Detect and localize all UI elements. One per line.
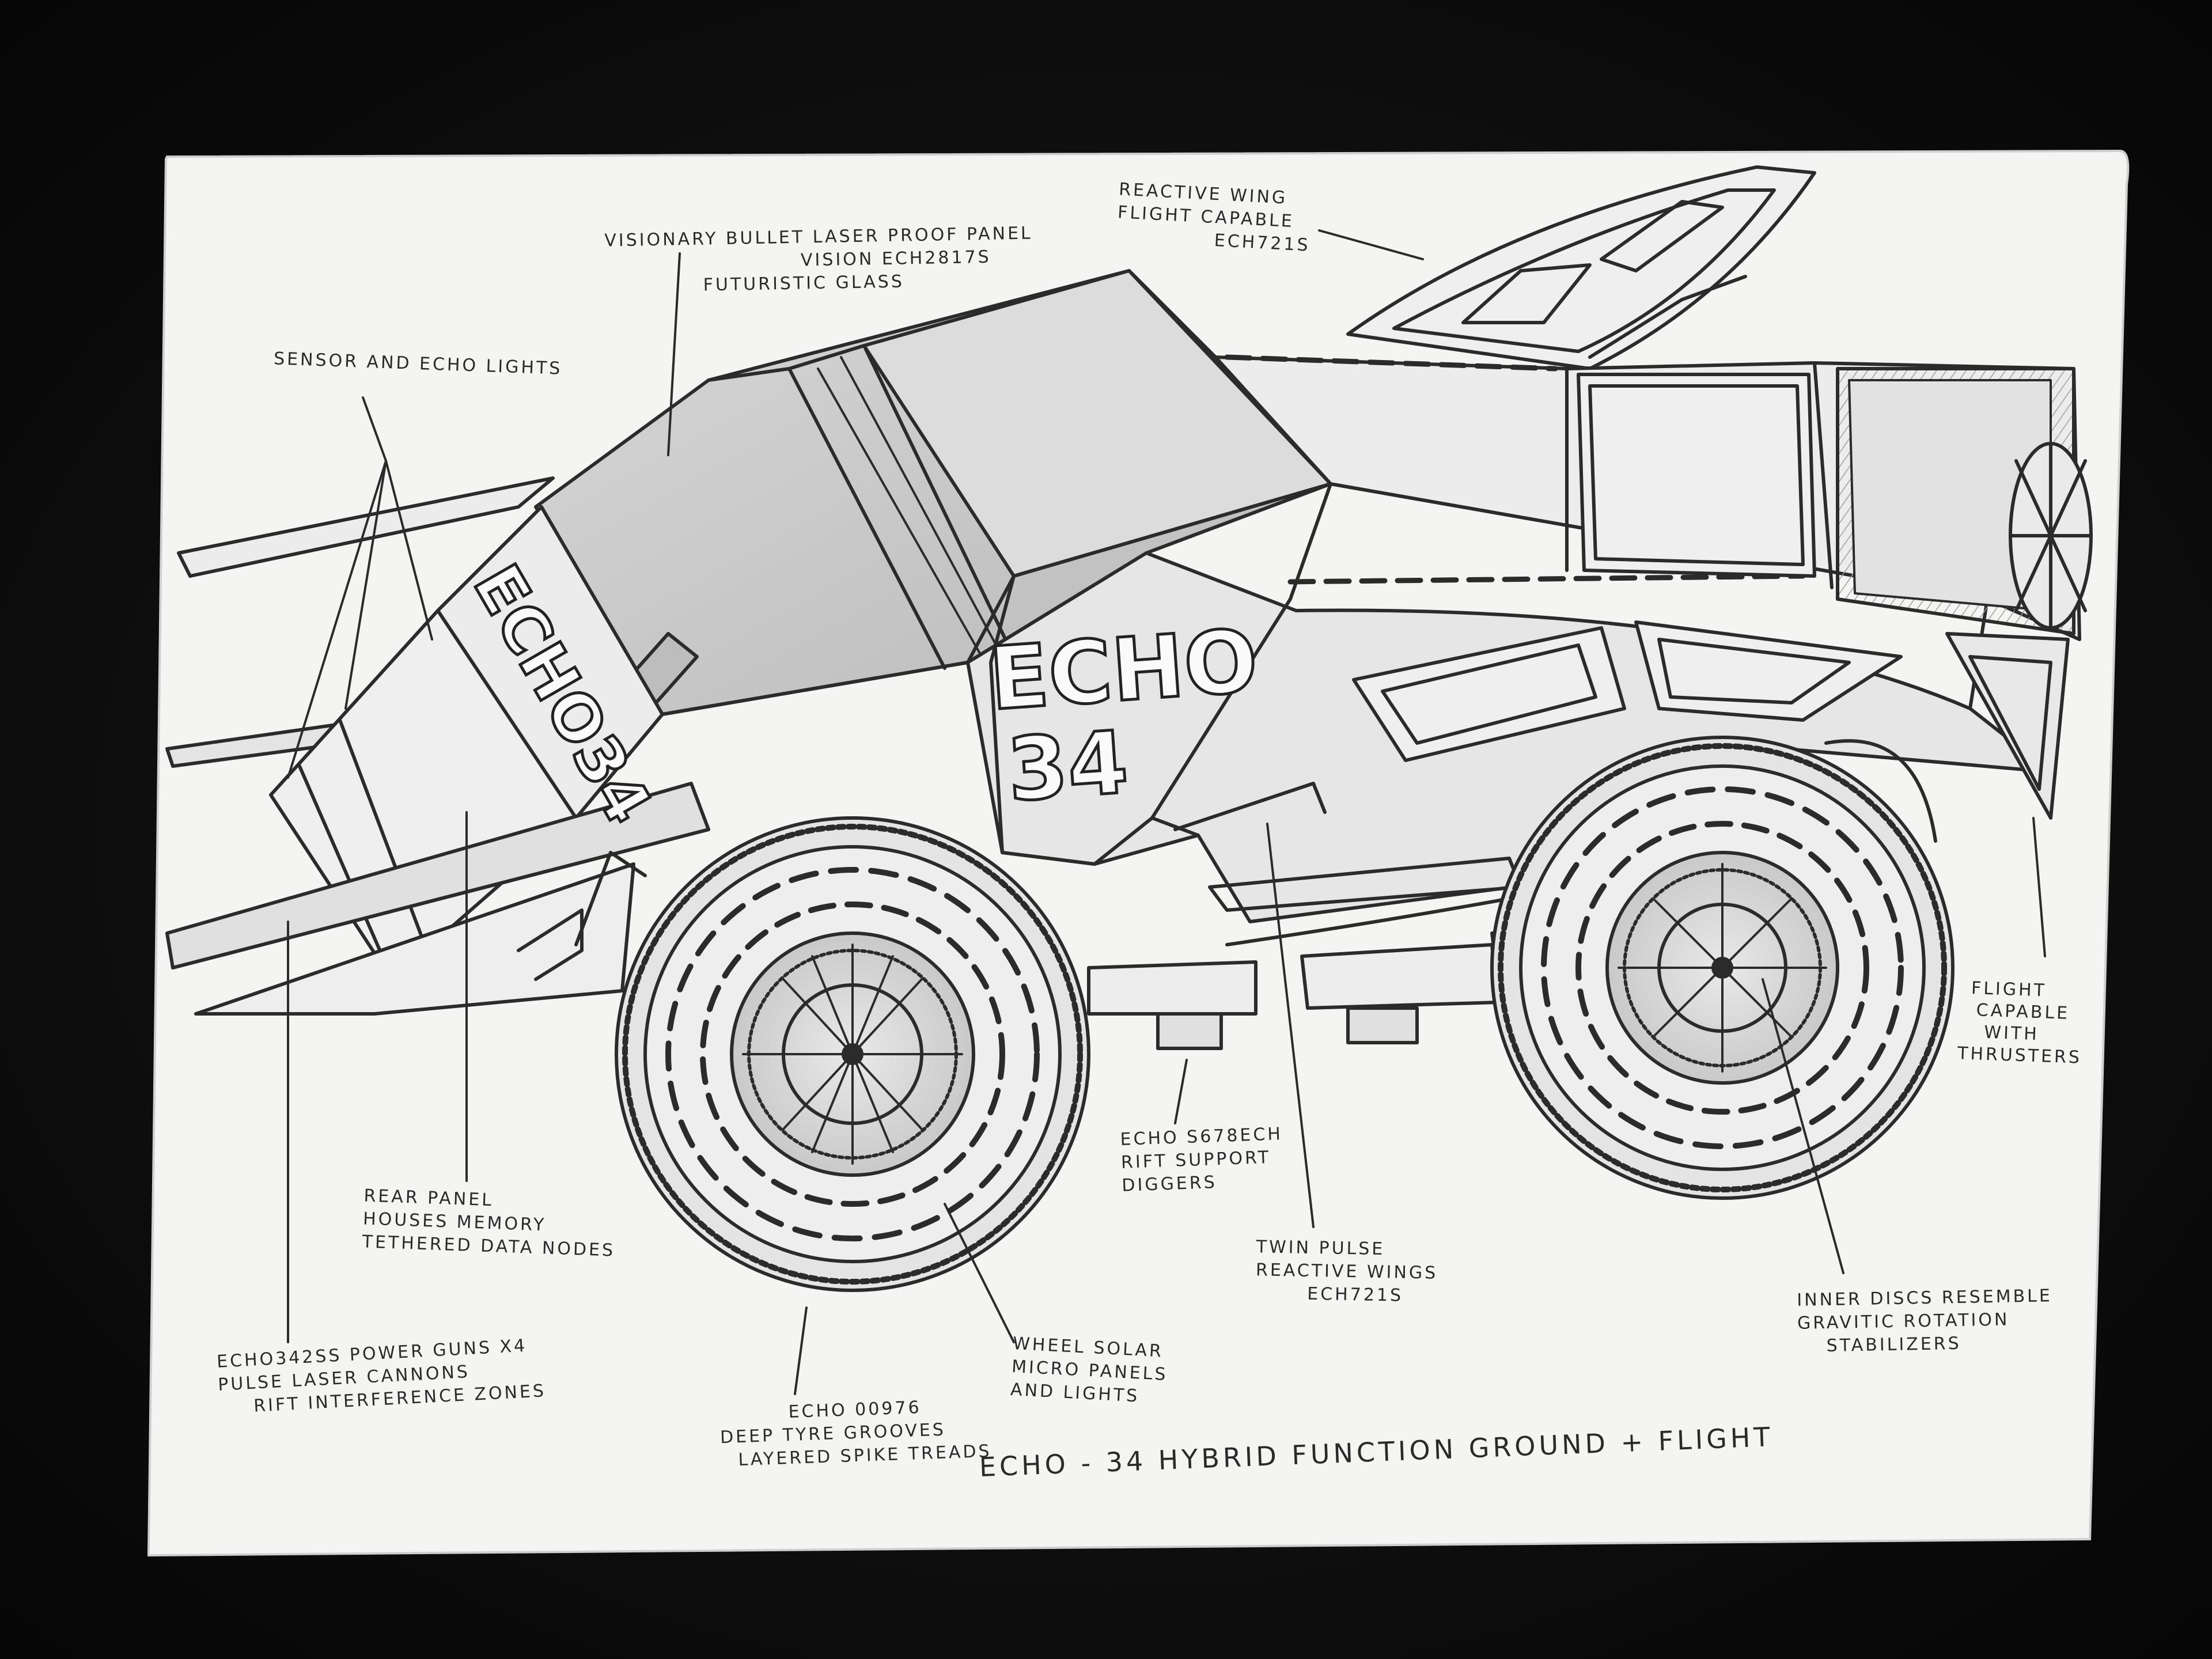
main-body [661, 482, 2052, 946]
wing-label: REACTIVE WING FLIGHT CAPABLE ECH721S [1117, 179, 1311, 256]
leader-lines [287, 229, 2046, 1395]
side-brand-34: 34 [1004, 713, 1131, 821]
left-wheel [615, 816, 1090, 1292]
diggers-label: ECHO S678ECH RIFT SUPPORT DIGGERS [1120, 1124, 1283, 1196]
rear-panel-label: REAR PANEL HOUSES MEMORY TETHERED DATA N… [362, 1185, 616, 1261]
side-brand: ECHO 34 [985, 609, 1263, 822]
tyre-label: ECHO 00976 DEEP TYRE GROOVES LAYERED SPI… [719, 1397, 993, 1471]
thruster-fan [1945, 442, 2093, 820]
reactive-wing [1346, 165, 1816, 370]
pulse-cannons [165, 782, 710, 1016]
inner-discs-label: INNER DISCS RESEMBLE GRAVITIC ROTATION S… [1797, 1286, 2053, 1356]
right-wheel [1490, 736, 1955, 1200]
thrusters-label: FLIGHT CAPABLE WITH THRUSTERS [1957, 978, 2082, 1068]
twin-pulse-label: TWIN PULSE REACTIVE WINGS ECH721S [1255, 1237, 1438, 1306]
side-brand-echo: ECHO [986, 611, 1261, 730]
glass-label: VISIONARY BULLET LASER PROOF PANEL VISIO… [604, 223, 1033, 296]
rear-wheel-arch [1824, 739, 1937, 843]
wheel-solar-label: WHEEL SOLAR MICRO PANELS AND LIGHTS [1010, 1333, 1169, 1407]
